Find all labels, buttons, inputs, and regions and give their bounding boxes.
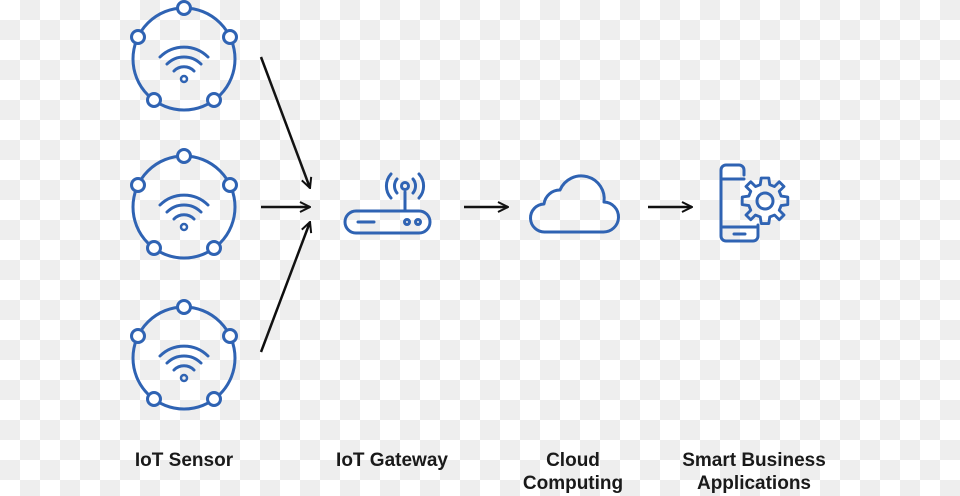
label-cloud-line2: Computing	[522, 473, 624, 494]
wifi-sensor-icon	[130, 0, 238, 112]
label-smart-business-applications: Smart Business Applications	[682, 449, 826, 495]
arrow-sensor-bottom	[259, 222, 310, 353]
cloud-icon	[529, 174, 620, 234]
label-apps-line2: Applications	[696, 473, 811, 494]
label-iot-sensor-text: IoT Sensor	[134, 450, 234, 471]
router-icon	[343, 172, 432, 235]
smartphone-gear-icon	[719, 163, 790, 243]
label-iot-gateway: IoT Gateway	[336, 449, 448, 472]
wifi-sensor-icon	[130, 148, 238, 260]
label-cloud-line1: Cloud	[546, 450, 600, 471]
label-iot-gateway-text: IoT Gateway	[336, 450, 448, 471]
label-iot-sensor: IoT Sensor	[135, 449, 233, 472]
label-apps-line1: Smart Business	[682, 450, 826, 471]
label-cloud-computing: Cloud Computing	[523, 449, 623, 495]
arrow-sensor-top	[259, 56, 310, 188]
wifi-sensor-icon	[130, 299, 238, 411]
